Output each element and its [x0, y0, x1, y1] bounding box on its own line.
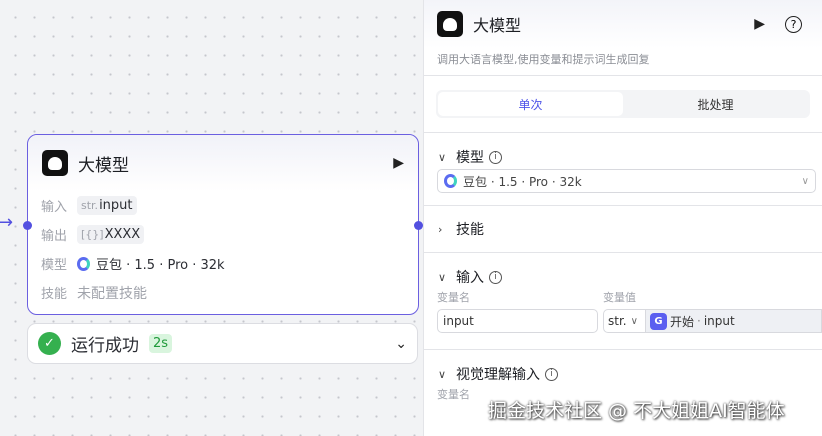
- tab-single[interactable]: 单次: [438, 92, 623, 116]
- node-output-row: 输出 [{}]XXXX: [28, 220, 418, 249]
- status-text: 运行成功: [71, 336, 139, 356]
- doubao-icon: [444, 174, 457, 188]
- row-label: 模型: [41, 258, 68, 273]
- model-select[interactable]: 豆包 · 1.5 · Pro · 32k ∨: [437, 169, 816, 193]
- ref-source: 开始: [670, 314, 695, 329]
- chip-value: input: [99, 198, 133, 213]
- watermark: 掘金技术社区 @ 不大姐姐AI智能体: [488, 400, 785, 422]
- run-status-bar[interactable]: ✓ 运行成功 2s ⌄: [27, 323, 418, 364]
- panel-description: 调用大语言模型,使用变量和提示词生成回复: [437, 53, 650, 66]
- node-settings-panel: 大模型 ▶ ? 调用大语言模型,使用变量和提示词生成回复 单次 批处理 ∨ 模型 i…: [423, 0, 822, 436]
- info-icon[interactable]: i: [489, 270, 502, 284]
- skills-section-header[interactable]: › 技能: [424, 206, 822, 252]
- section-title: 模型: [456, 150, 484, 166]
- help-icon[interactable]: ?: [785, 15, 802, 33]
- info-icon[interactable]: i: [545, 367, 558, 381]
- mode-tabs: 单次 批处理: [436, 90, 810, 118]
- chevron-right-icon: ›: [438, 222, 443, 236]
- type-value: str.: [608, 314, 627, 328]
- chevron-down-icon[interactable]: ⌄: [395, 335, 407, 352]
- node-title: 大模型: [78, 155, 129, 176]
- chevron-down-icon: ∨: [438, 150, 447, 164]
- workflow-canvas[interactable]: → 大模型 ▶ 输入 str.input 输出 [{}]XXXX 模型 豆包 · 1.…: [0, 0, 423, 436]
- play-icon[interactable]: ▶: [393, 155, 404, 171]
- model-value: 豆包 · 1.5 · Pro · 32k: [463, 174, 582, 189]
- input-handle[interactable]: [23, 221, 32, 230]
- model-section-header[interactable]: ∨ 模型 i: [424, 133, 822, 181]
- output-handle[interactable]: [414, 221, 423, 230]
- node-skills-row: 技能未配置技能: [28, 278, 418, 307]
- check-circle-icon: ✓: [38, 332, 61, 355]
- play-icon[interactable]: ▶: [754, 16, 765, 32]
- input-chip: str.input: [77, 196, 137, 215]
- row-label: 技能: [41, 287, 68, 302]
- divider: [424, 132, 822, 133]
- input-section-header[interactable]: ∨ 输入 i: [424, 253, 822, 301]
- column-header: 变量值: [603, 291, 636, 304]
- skills-value: 未配置技能: [77, 285, 147, 302]
- column-header: 变量名: [437, 388, 470, 401]
- llm-logo-icon: [437, 11, 463, 37]
- divider: [424, 252, 822, 253]
- row-label: 输入: [41, 200, 68, 215]
- incoming-edge-arrow: →: [0, 212, 14, 233]
- separator: ·: [697, 314, 701, 328]
- duration-badge: 2s: [149, 334, 173, 353]
- section-title: 输入: [456, 270, 484, 286]
- model-value: 豆包 · 1.5 · Pro · 32k: [96, 258, 225, 273]
- start-node-icon: G: [650, 312, 667, 330]
- node-model-row: 模型 豆包 · 1.5 · Pro · 32k: [28, 249, 418, 278]
- vision-section-header[interactable]: ∨ 视觉理解输入 i: [424, 350, 822, 398]
- node-input-row: 输入 str.input: [28, 191, 418, 220]
- panel-title: 大模型: [473, 16, 522, 35]
- row-label: 输出: [41, 229, 68, 244]
- chip-value: XXXX: [104, 227, 141, 242]
- llm-node-card[interactable]: 大模型 ▶ 输入 str.input 输出 [{}]XXXX 模型 豆包 · 1.5 …: [27, 134, 419, 315]
- section-title: 技能: [456, 222, 484, 238]
- tab-batch[interactable]: 批处理: [697, 97, 734, 112]
- chevron-down-icon: ∨: [438, 367, 447, 381]
- divider: [424, 205, 822, 206]
- llm-logo-icon: [42, 150, 68, 176]
- type-select[interactable]: str.∨: [604, 310, 646, 332]
- type-tag: str.: [81, 199, 99, 212]
- variable-name-input[interactable]: input: [437, 309, 598, 333]
- chevron-down-icon: ∨: [801, 175, 809, 187]
- divider: [424, 75, 822, 76]
- ref-variable: input: [703, 314, 735, 328]
- chevron-down-icon: ∨: [438, 270, 447, 284]
- info-icon[interactable]: i: [489, 150, 502, 164]
- chevron-down-icon: ∨: [630, 315, 638, 327]
- output-chip: [{}]XXXX: [77, 225, 145, 244]
- type-tag: [{}]: [81, 228, 104, 241]
- divider: [424, 349, 822, 350]
- section-title: 视觉理解输入: [456, 367, 540, 383]
- doubao-icon: [77, 256, 90, 271]
- column-header: 变量名: [437, 291, 470, 304]
